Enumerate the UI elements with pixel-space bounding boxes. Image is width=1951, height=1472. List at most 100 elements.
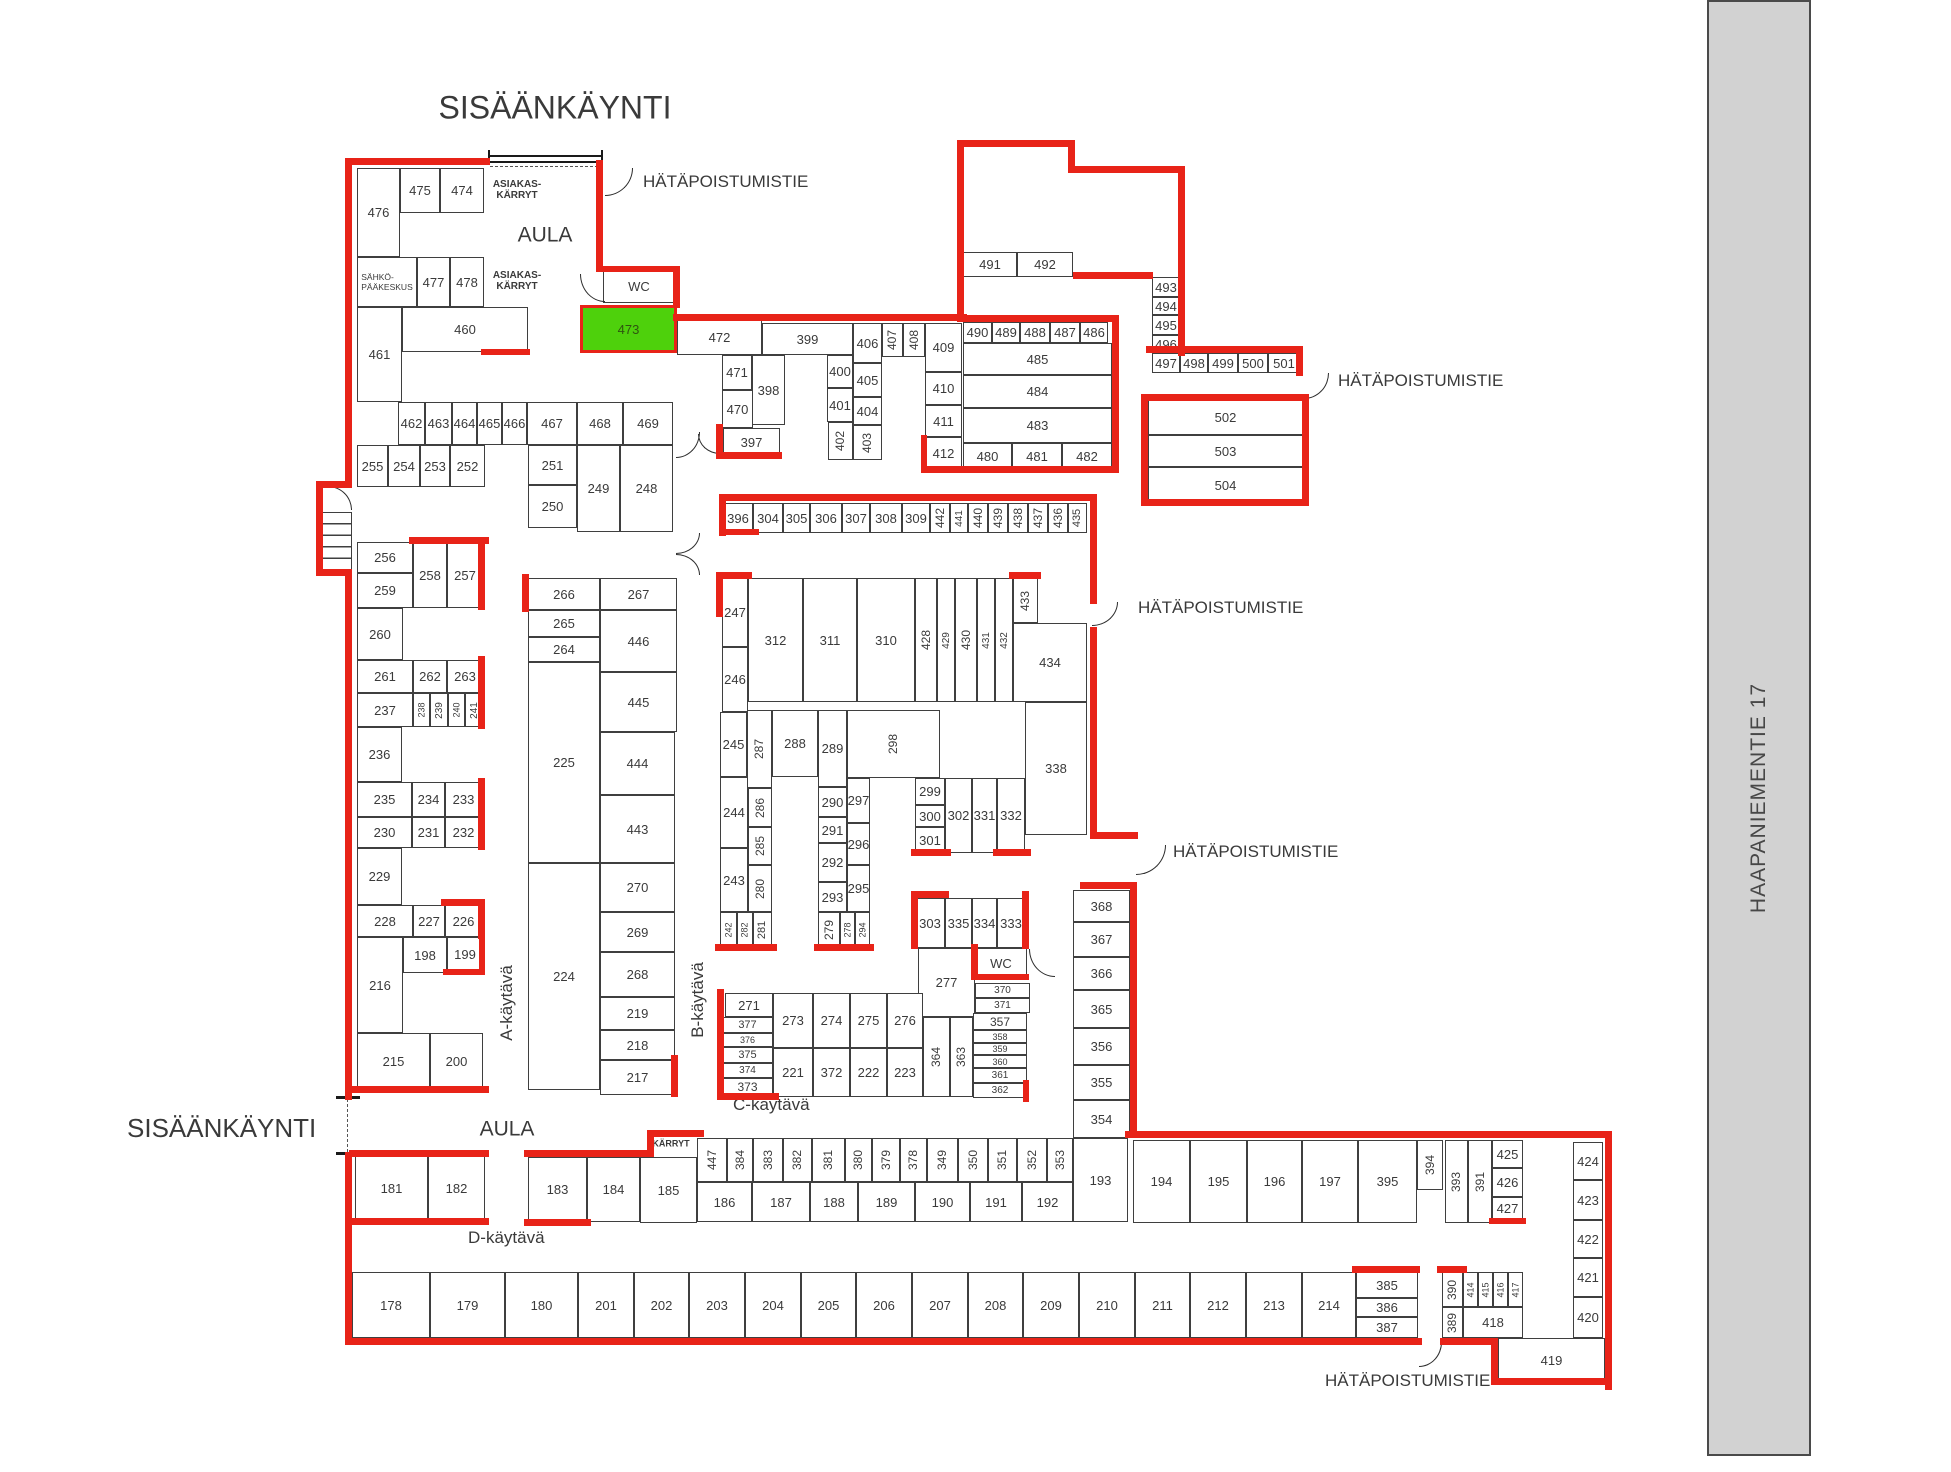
room-293: 293 xyxy=(818,882,847,912)
room-335: 335 xyxy=(945,898,972,948)
room-441: 441 xyxy=(950,503,968,533)
room-label: 212 xyxy=(1207,1297,1229,1313)
door-arc-icon xyxy=(1419,1342,1442,1367)
room-299: 299 xyxy=(915,778,945,805)
room-420: 420 xyxy=(1573,1297,1603,1338)
room-label: 358 xyxy=(992,1031,1008,1042)
room-label: 487 xyxy=(1054,325,1076,340)
room-265: 265 xyxy=(528,610,600,637)
room-label: 194 xyxy=(1150,1174,1173,1189)
room-label: 499 xyxy=(1212,355,1234,371)
wall-segment xyxy=(524,1150,654,1157)
room-label: 365 xyxy=(1090,1001,1113,1017)
room-334: 334 xyxy=(972,898,997,948)
room-429: 429 xyxy=(937,578,955,702)
room-410: 410 xyxy=(925,372,962,405)
room-label: 380 xyxy=(851,1149,866,1171)
room-label: 420 xyxy=(1577,1310,1599,1325)
room-305: 305 xyxy=(783,503,810,533)
door-arc-icon xyxy=(328,486,352,510)
room-179: 179 xyxy=(430,1272,505,1338)
room-label: 373 xyxy=(737,1079,758,1094)
room-437: 437 xyxy=(1028,503,1048,533)
room-399: 399 xyxy=(762,323,853,355)
room-label: 409 xyxy=(932,340,955,355)
room-254: 254 xyxy=(388,445,420,487)
room-377: 377 xyxy=(722,1017,773,1033)
wall-segment xyxy=(716,572,723,617)
room-label: 188 xyxy=(823,1194,845,1210)
room-312: 312 xyxy=(748,578,803,702)
room-label: 381 xyxy=(821,1149,836,1171)
room-label: 238 xyxy=(416,702,427,718)
label-sisäänkäynti: SISÄÄNKÄYNTI xyxy=(127,1112,317,1143)
room-label: 447 xyxy=(705,1149,719,1171)
room-375: 375 xyxy=(722,1047,773,1063)
room-label: 229 xyxy=(368,869,391,884)
room-label: 264 xyxy=(553,642,575,657)
label-b-käytävä: B-käytävä xyxy=(687,962,707,1038)
room-label: 395 xyxy=(1376,1174,1399,1189)
room-label: 473 xyxy=(617,321,640,337)
room-label: 242 xyxy=(723,922,734,938)
room-label: 486 xyxy=(1083,325,1105,340)
room-229: 229 xyxy=(357,848,402,905)
wall-segment xyxy=(345,574,352,1100)
room-label: 389 xyxy=(1445,1312,1460,1333)
room-label: 504 xyxy=(1214,477,1237,493)
room-label: 281 xyxy=(756,920,769,940)
room-label: 245 xyxy=(722,737,745,752)
wall-segment xyxy=(673,314,967,321)
room-label: 434 xyxy=(1039,655,1061,670)
room-label: 223 xyxy=(894,1065,916,1080)
wall-segment xyxy=(911,849,951,856)
room-461: 461 xyxy=(357,307,402,402)
wall-segment xyxy=(349,1218,489,1225)
room-190: 190 xyxy=(915,1182,970,1222)
room-187: 187 xyxy=(752,1182,810,1222)
room-label: 474 xyxy=(451,183,473,198)
room-361: 361 xyxy=(973,1068,1027,1083)
room-label: 466 xyxy=(503,416,526,431)
room-296: 296 xyxy=(847,823,870,865)
room-label: 206 xyxy=(873,1297,895,1313)
room-262: 262 xyxy=(413,660,447,693)
room-label: 298 xyxy=(886,733,901,755)
room-label: 290 xyxy=(821,794,844,810)
room-419: 419 xyxy=(1498,1338,1605,1383)
room-294: 294 xyxy=(855,912,870,948)
room-label: 219 xyxy=(626,1006,649,1021)
label-asiakas-kärryt: ASIAKAS- KÄRRYT xyxy=(492,270,542,292)
room-label: 312 xyxy=(764,632,787,648)
room-416: 416 xyxy=(1493,1272,1508,1307)
room-430: 430 xyxy=(955,578,977,702)
room-label: 443 xyxy=(626,821,649,837)
room-label: 408 xyxy=(907,329,921,351)
room-309: 309 xyxy=(902,503,930,533)
room-label: 416 xyxy=(1495,1281,1506,1298)
wall-segment xyxy=(1022,891,1029,949)
room-428: 428 xyxy=(915,578,937,702)
room-label: 294 xyxy=(857,922,868,938)
room-label: 233 xyxy=(452,792,475,807)
room-label: 371 xyxy=(994,1000,1011,1011)
room-label: 240 xyxy=(451,702,462,718)
room-363: 363 xyxy=(950,1017,973,1097)
room-label: 263 xyxy=(454,669,476,684)
room-label: 360 xyxy=(992,1056,1008,1067)
label-hätäpoistumistie: HÄTÄPOISTUMISTIE xyxy=(1338,370,1504,390)
room-label: 210 xyxy=(1096,1297,1118,1313)
room-label: 489 xyxy=(995,325,1017,340)
room-label: 239 xyxy=(433,701,445,719)
room-label: 215 xyxy=(382,1054,405,1069)
room-label: 296 xyxy=(847,836,870,852)
room-467: 467 xyxy=(527,402,577,445)
room-label: 332 xyxy=(1000,808,1022,823)
room-483: 483 xyxy=(963,408,1112,443)
entrance2-threshold xyxy=(347,1099,348,1152)
room-label: 231 xyxy=(417,825,440,840)
room-382: 382 xyxy=(783,1138,812,1182)
room-label: 305 xyxy=(785,510,808,526)
label-hätäpoistumistie: HÄTÄPOISTUMISTIE xyxy=(643,171,809,191)
wall-segment xyxy=(1178,166,1185,356)
